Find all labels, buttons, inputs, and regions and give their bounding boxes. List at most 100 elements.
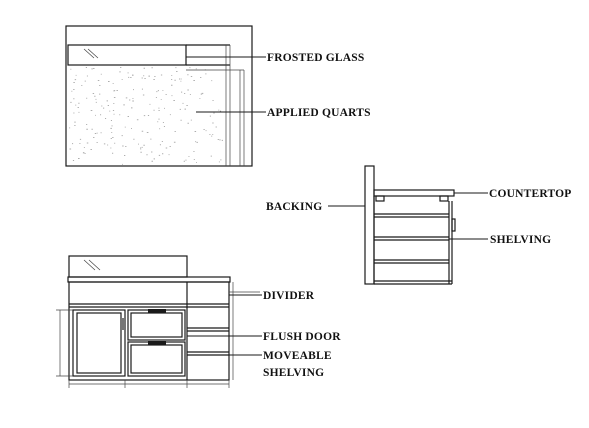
glass-reflection-mark xyxy=(88,259,101,271)
quarts-speckle xyxy=(175,67,177,69)
quarts-speckle xyxy=(162,90,164,91)
lower-drawer-inset xyxy=(130,344,183,374)
quarts-speckle xyxy=(78,158,80,159)
quarts-speckle xyxy=(180,80,182,82)
quarts-speckle xyxy=(215,126,217,128)
quarts-speckle xyxy=(79,138,82,140)
quarts-speckle xyxy=(121,135,123,137)
quarts-speckle xyxy=(74,79,77,81)
left-door-inset xyxy=(76,312,122,374)
quarts-speckle xyxy=(73,89,75,90)
quarts-speckle xyxy=(171,84,173,86)
quarts-speckle xyxy=(109,110,111,112)
quarts-speckle xyxy=(86,97,88,99)
quarts-speckle xyxy=(171,79,173,80)
quarts-speckle xyxy=(111,132,113,133)
label-backing: BACKING xyxy=(266,201,322,213)
quarts-speckle xyxy=(95,98,97,100)
frosted-glass-splash xyxy=(68,255,188,278)
upper-drawer-inset xyxy=(130,312,183,338)
quarts-speckle xyxy=(69,127,71,129)
quarts-speckle xyxy=(174,131,176,132)
quarts-speckle xyxy=(86,75,88,77)
quarts-speckle xyxy=(71,90,73,92)
quarts-speckle xyxy=(163,126,165,127)
quarts-speckle xyxy=(113,90,116,92)
quarts-speckle xyxy=(151,67,153,69)
quarts-speckle xyxy=(127,72,129,74)
quarts-speckle xyxy=(83,147,85,148)
lower-drawer-pull xyxy=(148,341,166,345)
quarts-speckle xyxy=(209,134,211,135)
quarts-speckle xyxy=(153,109,155,111)
quarts-speckle xyxy=(141,146,143,148)
quarts-speckle xyxy=(93,68,95,69)
quarts-speckle xyxy=(124,155,126,156)
quarts-speckle xyxy=(112,83,114,84)
backing-panel xyxy=(364,165,375,285)
quarts-speckle xyxy=(129,99,131,101)
quarts-speckle xyxy=(116,90,118,91)
quarts-speckle xyxy=(143,67,145,69)
lower-drawer xyxy=(127,341,186,377)
quarts-speckle xyxy=(160,74,163,76)
quarts-speckle xyxy=(213,112,215,114)
quarts-speckle xyxy=(144,78,146,79)
quarts-speckle xyxy=(195,141,197,143)
quarts-speckle xyxy=(91,68,93,70)
quarts-speckle xyxy=(165,147,168,149)
quarts-speckle xyxy=(211,80,213,82)
quarts-speckle xyxy=(161,141,163,142)
label-applied-quarts: APPLIED QUARTS xyxy=(267,107,371,119)
quarts-speckle xyxy=(162,122,164,123)
quarts-speckle xyxy=(183,160,185,162)
frosted-glass-strip xyxy=(67,44,187,66)
quarts-speckle xyxy=(103,143,106,145)
quarts-speckle xyxy=(173,100,175,101)
quarts-speckle xyxy=(90,110,93,111)
quarts-speckle xyxy=(179,78,180,80)
quarts-speckle xyxy=(74,121,76,123)
quarts-speckle xyxy=(169,146,171,147)
quarts-speckle xyxy=(171,75,173,76)
quarts-speckle xyxy=(70,101,72,103)
label-shelving: SHELVING xyxy=(490,234,551,246)
quarts-speckle xyxy=(146,154,148,156)
quarts-speckle xyxy=(72,160,75,161)
quarts-speckle xyxy=(185,159,187,161)
quarts-speckle xyxy=(219,110,222,112)
quarts-speckle xyxy=(189,67,191,69)
quarts-speckle xyxy=(158,118,160,120)
glass-reflection-mark xyxy=(83,259,96,271)
quarts-speckle xyxy=(121,79,123,80)
quarts-speckle xyxy=(142,94,145,96)
quarts-speckle xyxy=(112,137,114,138)
quarts-speckle xyxy=(81,85,83,86)
quarts-speckle xyxy=(180,119,182,121)
quarts-speckle xyxy=(150,138,152,140)
quarts-speckle xyxy=(133,138,135,140)
quarts-speckle xyxy=(132,98,134,99)
quarts-speckle xyxy=(187,89,189,91)
quarts-speckle xyxy=(205,130,207,132)
quarts-speckle xyxy=(201,92,204,94)
quarts-speckle xyxy=(200,93,203,95)
quarts-speckle xyxy=(218,161,220,163)
quarts-speckle xyxy=(193,159,195,160)
quarts-speckle xyxy=(158,107,160,109)
quarts-speckle xyxy=(168,154,170,156)
quarts-speckle xyxy=(212,134,214,135)
quarts-speckle xyxy=(94,95,96,97)
quarts-speckle xyxy=(79,143,81,144)
quarts-speckle xyxy=(141,77,143,79)
quarts-speckle xyxy=(110,138,112,139)
glass-reflection-mark xyxy=(87,48,99,59)
quarts-speckle xyxy=(194,131,197,132)
label-countertop: COUNTERTOP xyxy=(489,188,572,200)
quarts-speckle xyxy=(153,79,155,80)
quarts-speckle xyxy=(95,114,96,116)
quarts-speckle xyxy=(190,76,193,77)
quarts-speckle xyxy=(100,114,102,116)
quarts-speckle xyxy=(154,76,156,77)
